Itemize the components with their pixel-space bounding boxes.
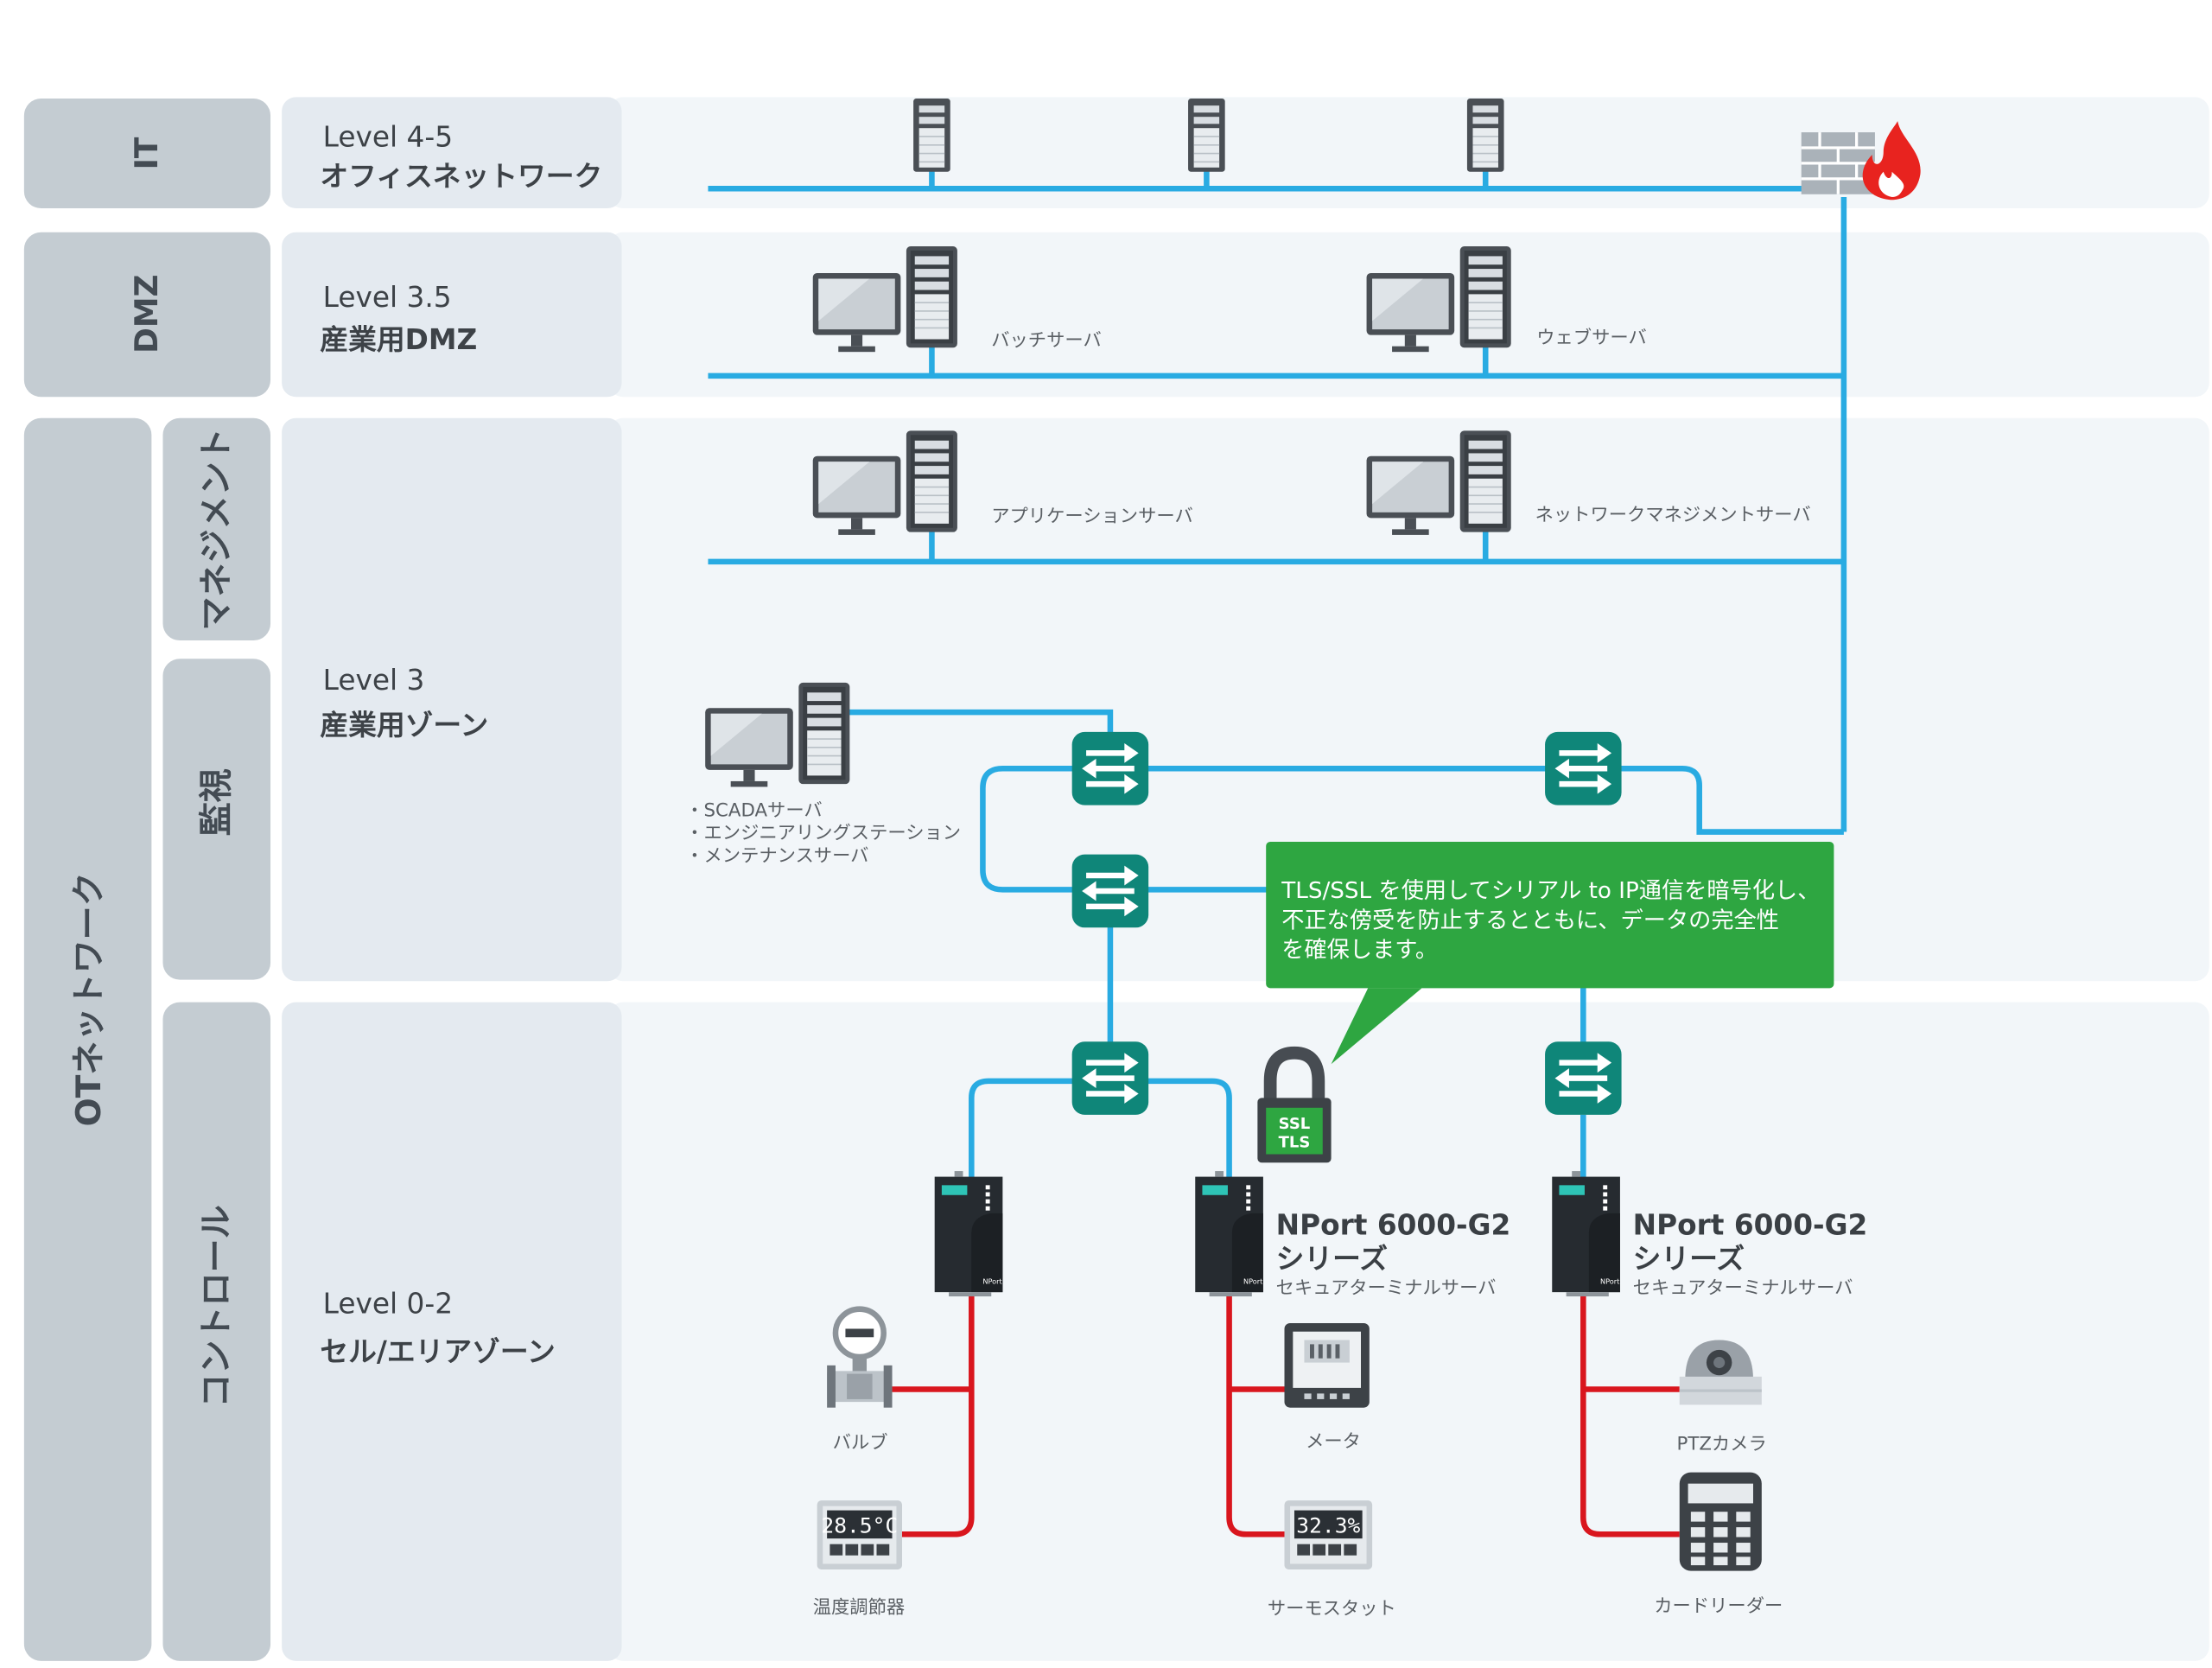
ptz-camera-label: PTZカメラ <box>1676 1434 1766 1455</box>
product-series: シリーズ <box>1276 1243 1388 1276</box>
network-links <box>708 169 1847 1180</box>
ptz-camera-icon <box>1679 1340 1762 1405</box>
lock-ssl-text: SSL <box>1279 1115 1311 1133</box>
product-subtitle: セキュアターミナルサーバ <box>1276 1277 1497 1299</box>
thermostat-icon: 32.3% <box>1284 1500 1373 1569</box>
nport-device-icon: NPort <box>1195 1171 1263 1297</box>
application-server-label: アプリケーションサーバ <box>991 506 1193 527</box>
nport-brand-text: NPort <box>1600 1276 1619 1285</box>
scada-list-item: ・SCADAサーバ <box>685 800 822 822</box>
product-name: NPort 6000-G2 <box>1276 1208 1511 1241</box>
ethernet-switch-icon <box>1545 1041 1622 1115</box>
firewall-icon <box>1801 121 1921 201</box>
temperature-controller-icon: 28.5°C <box>817 1500 902 1569</box>
tier-monitoring-label: 監視 <box>197 768 236 836</box>
ethernet-switch-icon <box>1545 732 1622 805</box>
tier-control-label: コントロール <box>197 1205 236 1407</box>
product-subtitle: セキュアターミナルサーバ <box>1633 1277 1853 1299</box>
it-server-3 <box>1466 98 1505 173</box>
valve-icon <box>827 1306 893 1408</box>
thermostat-display: 32.3% <box>1296 1513 1360 1538</box>
level-45-number: Level 4-5 <box>323 120 453 153</box>
callout-line: 不正な傍受を防止するとともに、データの完全性 <box>1281 907 1779 933</box>
level-02-number: Level 0-2 <box>323 1288 453 1321</box>
lock-tls-text: TLS <box>1279 1133 1311 1151</box>
temperature-controller-label: 温度調節器 <box>813 1597 905 1619</box>
level-boxes <box>282 97 622 1661</box>
callout-line: を確保します。 <box>1281 938 1438 964</box>
batch-server-label: バッチサーバ <box>991 330 1102 352</box>
card-reader-icon <box>1679 1472 1762 1571</box>
level-3-name: 産業用ゾーン <box>320 709 488 742</box>
level-3-number: Level 3 <box>323 664 425 697</box>
tier-boxes <box>23 99 271 1661</box>
card-reader-label: カードリーダー <box>1654 1595 1783 1617</box>
scada-list-item: ・エンジニアリングステーション <box>685 823 961 844</box>
ethernet-switch-icon <box>1072 732 1149 805</box>
tier-it-label: IT <box>130 137 165 169</box>
tier-ot-label: OTネットワーク <box>70 872 109 1126</box>
ethernet-switch-icon <box>1072 855 1149 928</box>
web-server-label: ウェブサーバ <box>1536 327 1647 348</box>
level-02-name: セル/エリアゾーン <box>320 1335 555 1368</box>
it-server-1 <box>912 98 951 173</box>
valve-label: バルブ <box>833 1432 888 1454</box>
callout-line: TLS/SSL を使用してシリアル to IP通信を暗号化し、 <box>1281 878 1820 904</box>
tier-management-label: マネジメント <box>197 428 236 630</box>
temperature-display: 28.5°C <box>821 1513 898 1538</box>
padlock-icon: SSL TLS <box>1257 1046 1332 1163</box>
serial-links <box>892 1295 1680 1537</box>
it-server-2 <box>1187 98 1226 173</box>
nport-brand-text: NPort <box>982 1276 1001 1285</box>
level-45-name: オフィスネットワーク <box>320 160 602 193</box>
ethernet-switch-icon <box>1072 1041 1149 1115</box>
encryption-callout: TLS/SSL を使用してシリアル to IP通信を暗号化し、 不正な傍受を防止… <box>1266 841 1834 1065</box>
product-series: シリーズ <box>1633 1243 1745 1276</box>
thermostat-label: サーモスタット <box>1268 1598 1396 1620</box>
meter-label: メータ <box>1306 1430 1361 1452</box>
network-management-server-label: ネットワークマネジメントサーバ <box>1535 505 1811 526</box>
level-35-name: 産業用DMZ <box>320 323 477 356</box>
level-35-number: Level 3.5 <box>323 281 452 314</box>
nport-device-icon: NPort <box>1552 1171 1620 1297</box>
product-name: NPort 6000-G2 <box>1633 1208 1868 1241</box>
meter-icon <box>1284 1322 1370 1408</box>
tier-dmz-label: DMZ <box>130 275 165 353</box>
nport-brand-text: NPort <box>1243 1276 1262 1285</box>
nport-device-icon: NPort <box>934 1171 1003 1297</box>
scada-list-item: ・メンテナンスサーバ <box>685 845 868 867</box>
